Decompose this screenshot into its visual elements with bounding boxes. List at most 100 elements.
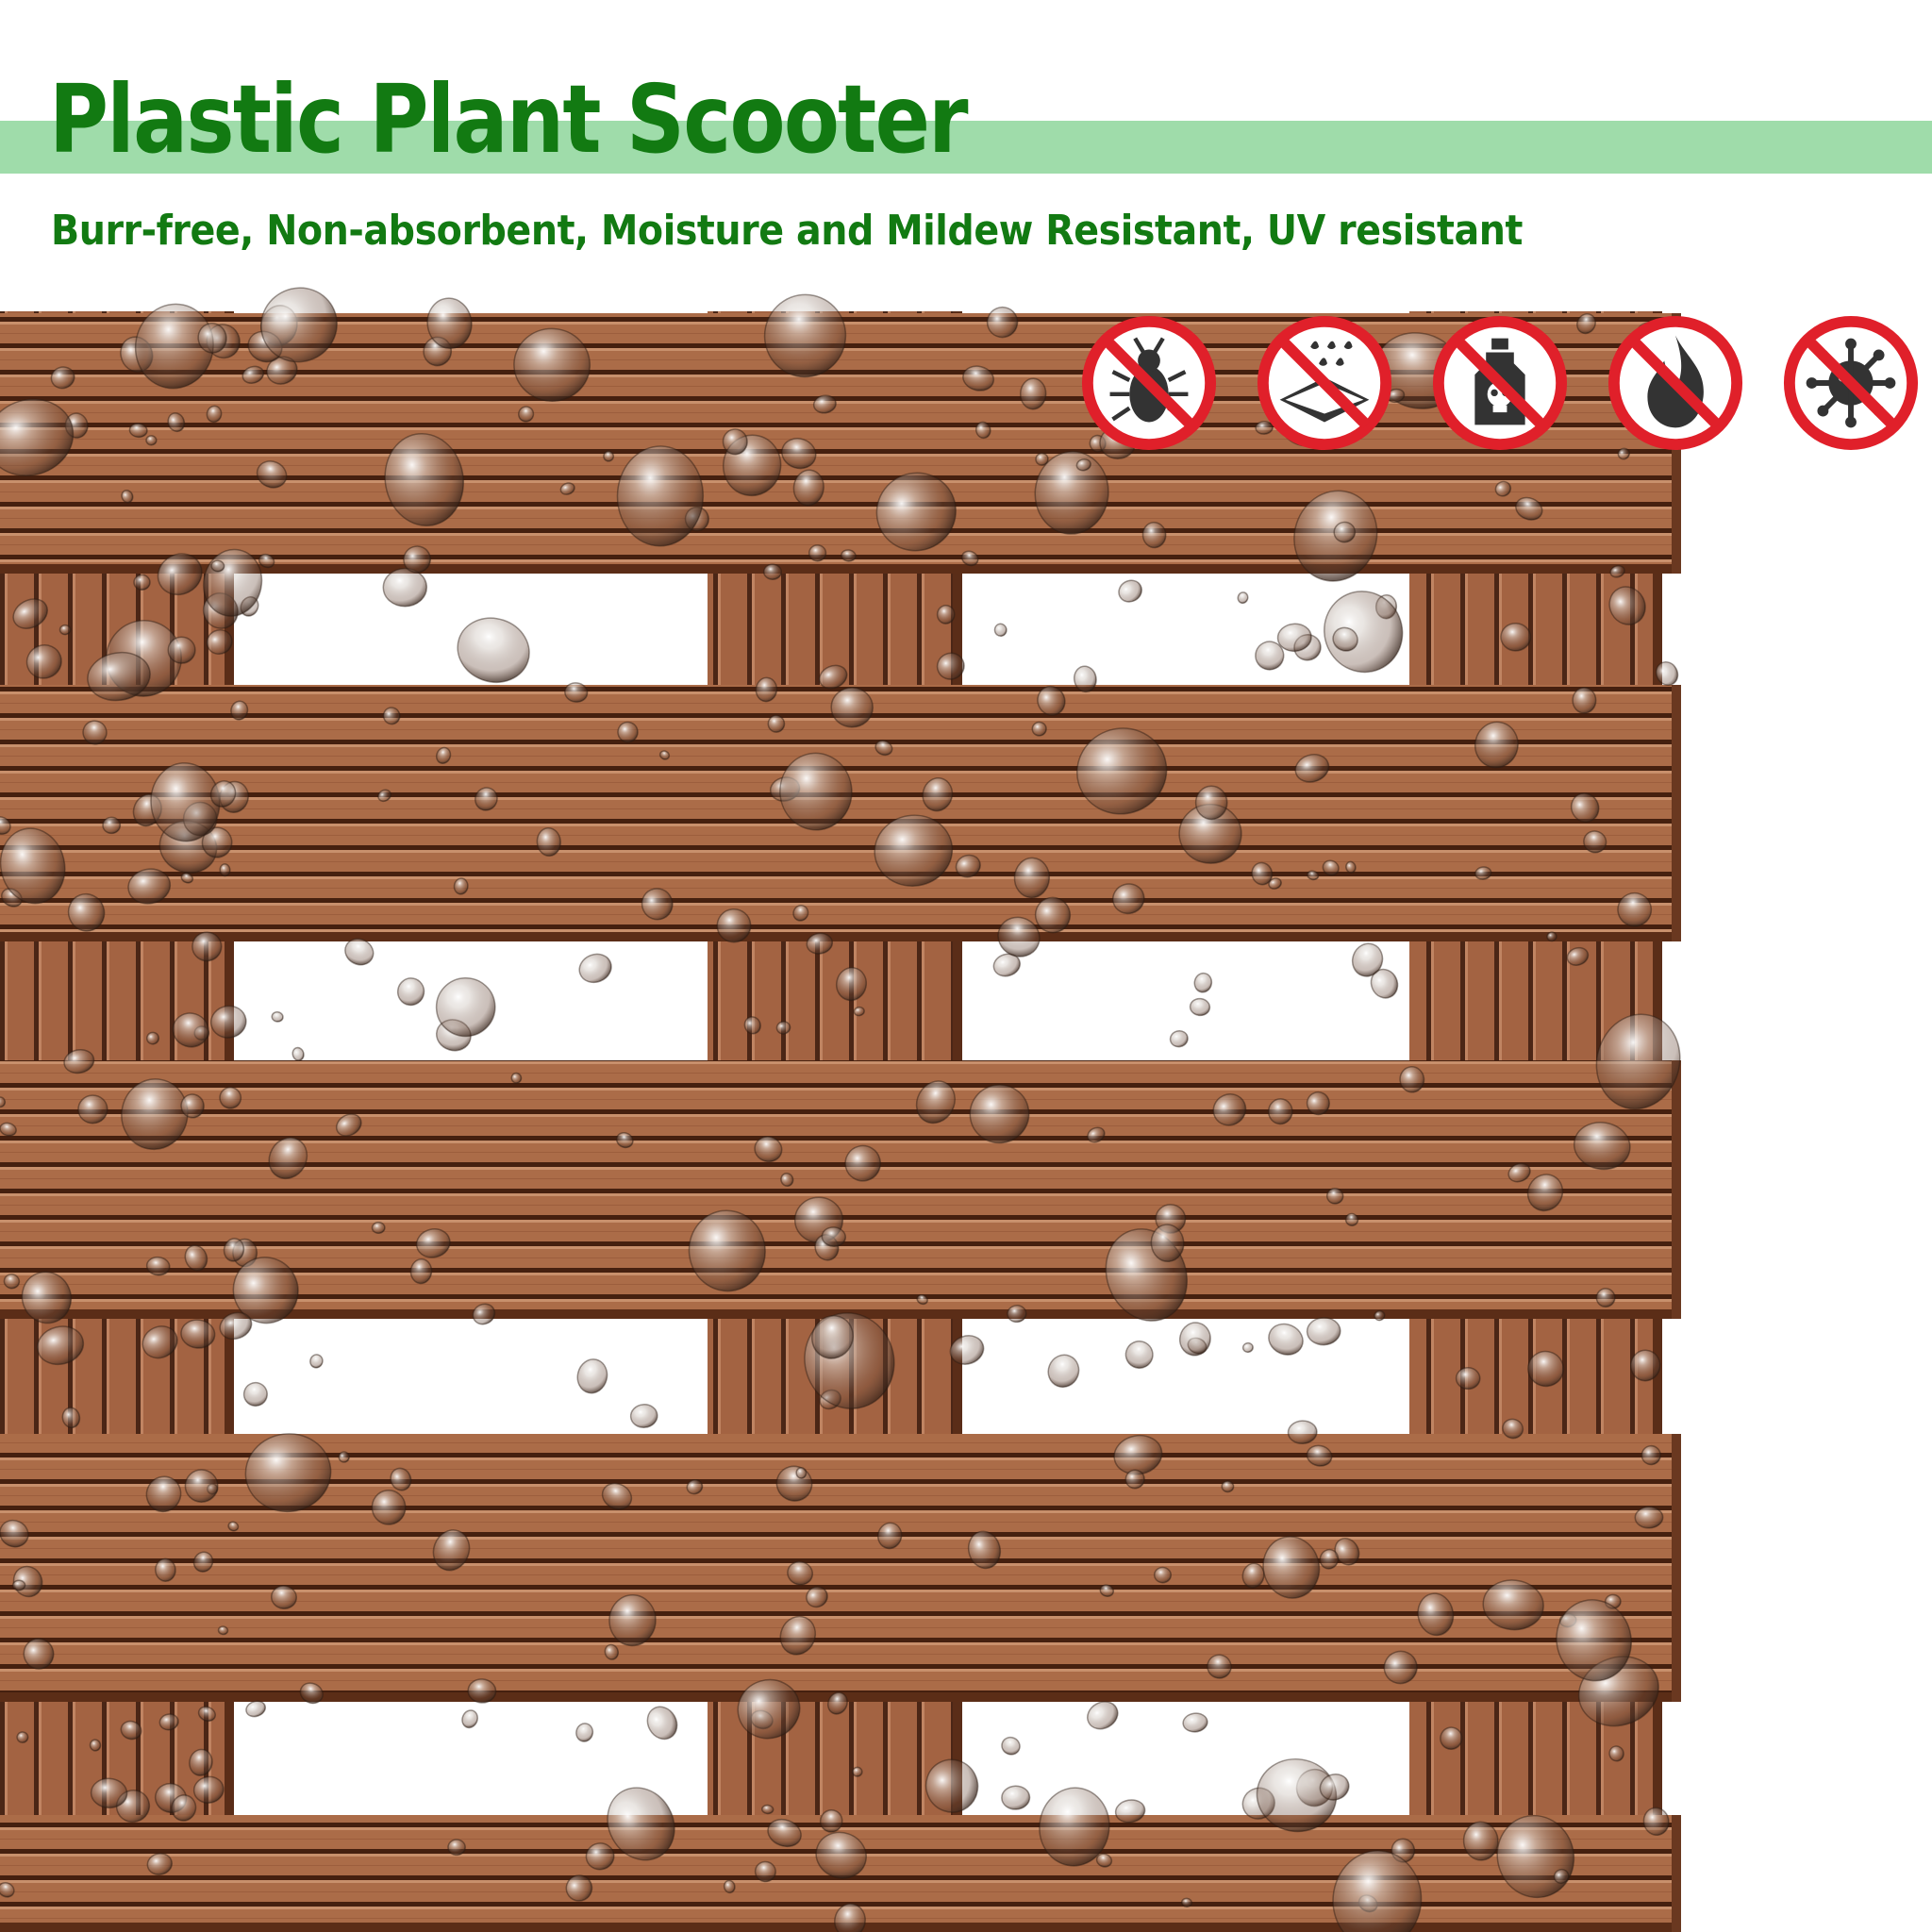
water-droplet — [1572, 687, 1597, 714]
water-droplet — [737, 1678, 801, 1740]
water-droplet — [338, 1451, 350, 1463]
water-droplet — [223, 1238, 245, 1262]
water-droplet — [12, 598, 48, 629]
water-droplet — [390, 1467, 412, 1491]
water-droplet — [242, 1381, 268, 1407]
water-droplet — [1169, 1030, 1189, 1048]
water-droplet — [767, 1818, 802, 1848]
water-droplet — [1039, 1787, 1110, 1867]
water-droplet — [1500, 622, 1532, 652]
water-droplet — [1180, 1897, 1193, 1907]
water-droplet — [1031, 721, 1047, 737]
water-droplet — [1332, 1850, 1423, 1932]
water-droplet — [811, 1315, 854, 1359]
water-droplet — [206, 628, 233, 656]
water-droplet — [142, 1325, 178, 1359]
water-droplet — [453, 877, 469, 895]
water-droplet — [808, 544, 827, 562]
water-droplet — [87, 651, 151, 702]
water-droplet — [1322, 859, 1340, 876]
water-droplet — [924, 1758, 979, 1813]
water-droplet — [145, 1475, 182, 1513]
water-droplet — [1462, 1821, 1499, 1861]
water-droplet — [90, 1777, 128, 1809]
water-droplet — [415, 1228, 451, 1258]
water-droplet — [244, 1433, 332, 1513]
water-droplet — [271, 1011, 284, 1023]
water-droplet — [1087, 1126, 1106, 1143]
water-droplet — [812, 394, 837, 414]
water-droplet — [1494, 480, 1512, 497]
water-droplet — [270, 1585, 298, 1609]
water-droplet — [0, 1122, 17, 1137]
water-droplet — [1047, 1354, 1080, 1389]
water-droplet — [1178, 1322, 1211, 1357]
water-droplet — [1399, 1066, 1425, 1093]
water-droplet — [377, 789, 391, 803]
water-droplet — [723, 1879, 736, 1894]
water-droplet — [210, 559, 225, 573]
water-droplet — [230, 700, 249, 721]
water-droplet — [127, 868, 172, 905]
water-droplet — [575, 1723, 594, 1742]
water-droplet — [172, 1012, 209, 1048]
water-droplet — [192, 931, 223, 962]
water-droplet — [565, 1874, 593, 1902]
water-droplet — [63, 1048, 95, 1074]
water-droplet — [1182, 1712, 1208, 1733]
water-droplet — [1251, 861, 1274, 886]
water-droplet — [232, 1257, 299, 1324]
water-droplet — [0, 816, 11, 836]
water-droplet — [1207, 1654, 1232, 1679]
no-mildew-icon — [1781, 313, 1921, 453]
water-droplet — [371, 1221, 386, 1235]
water-droplet — [1007, 1305, 1027, 1324]
water-droplet — [754, 1860, 776, 1883]
water-droplet — [1553, 1868, 1570, 1885]
water-droplet — [876, 1522, 903, 1550]
water-droplet — [1583, 830, 1607, 854]
water-droplet — [1075, 458, 1091, 472]
water-droplet — [217, 1625, 229, 1636]
water-droplet — [201, 826, 233, 858]
water-droplet — [1189, 997, 1211, 1017]
water-droplet — [993, 623, 1008, 638]
water-droplet — [36, 1325, 85, 1366]
water-droplet — [688, 1209, 766, 1292]
water-droplet — [722, 428, 748, 456]
water-droplet — [209, 1005, 247, 1039]
water-droplet — [219, 863, 231, 877]
water-droplet — [962, 365, 995, 391]
water-droplet — [1319, 1774, 1350, 1801]
water-droplet — [157, 553, 203, 596]
water-droplet — [155, 1557, 176, 1582]
water-droplet — [826, 1691, 848, 1715]
water-droplet — [82, 720, 108, 745]
water-droplet — [467, 1678, 497, 1704]
water-droplet — [128, 423, 148, 439]
water-droplet — [1345, 860, 1357, 874]
water-droplet — [1641, 1444, 1661, 1466]
water-droplet — [299, 1682, 324, 1705]
water-droplet — [1556, 1599, 1632, 1682]
water-droplet — [192, 1775, 225, 1804]
water-droplet — [578, 953, 612, 984]
water-droplet — [787, 1560, 814, 1586]
water-droplet — [219, 1311, 253, 1341]
water-droplet — [1287, 1420, 1318, 1445]
water-droplet — [1566, 946, 1590, 966]
water-droplet — [874, 740, 893, 757]
water-droplet — [472, 1303, 496, 1325]
water-droplet — [936, 604, 956, 625]
water-droplet — [1655, 660, 1679, 687]
water-droplet — [835, 967, 868, 1002]
water-droplet — [875, 472, 957, 552]
water-droplet — [1087, 1701, 1119, 1730]
water-droplet — [61, 1407, 81, 1429]
header-band — [0, 121, 1932, 174]
water-droplet — [1076, 727, 1168, 815]
water-droplet — [1035, 452, 1049, 466]
water-droplet — [559, 482, 575, 495]
water-droplet — [806, 932, 834, 955]
water-droplet — [371, 1490, 407, 1525]
